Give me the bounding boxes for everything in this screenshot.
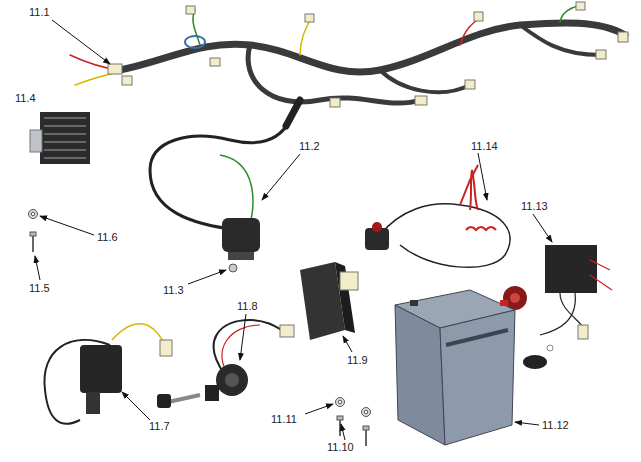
relay-unit (44, 324, 172, 424)
callout-number: 11.9 (346, 354, 369, 367)
callout-number: 11.5 (28, 282, 51, 295)
rectifier-regulator (30, 112, 90, 164)
callout-number: 11.12 (541, 419, 570, 432)
callout-number: 11.3 (162, 284, 185, 297)
ignition-switch (157, 320, 294, 408)
callout-number: 11.7 (148, 420, 171, 433)
callout-number: 11.6 (96, 231, 119, 244)
screws-and-nuts (336, 398, 371, 447)
callout-number: 11.10 (326, 441, 355, 454)
leader-lines (35, 20, 552, 440)
callout-number: 11.14 (470, 140, 499, 153)
callout-number: 11.13 (520, 200, 549, 213)
callout-number: 11.4 (14, 92, 37, 105)
callout-number: 11.1 (28, 6, 51, 19)
harness-connectors (108, 2, 628, 107)
battery (395, 290, 515, 445)
kill-switch (365, 165, 510, 267)
alarm-unit (503, 245, 612, 369)
wiring-harness (70, 6, 625, 103)
cdi-unit (300, 262, 358, 340)
callout-number: 11.11 (270, 413, 298, 426)
ignition-coil (150, 100, 300, 272)
nut-and-screw (29, 210, 38, 253)
callout-number: 11.2 (298, 140, 321, 153)
callout-number: 11.8 (236, 300, 259, 313)
